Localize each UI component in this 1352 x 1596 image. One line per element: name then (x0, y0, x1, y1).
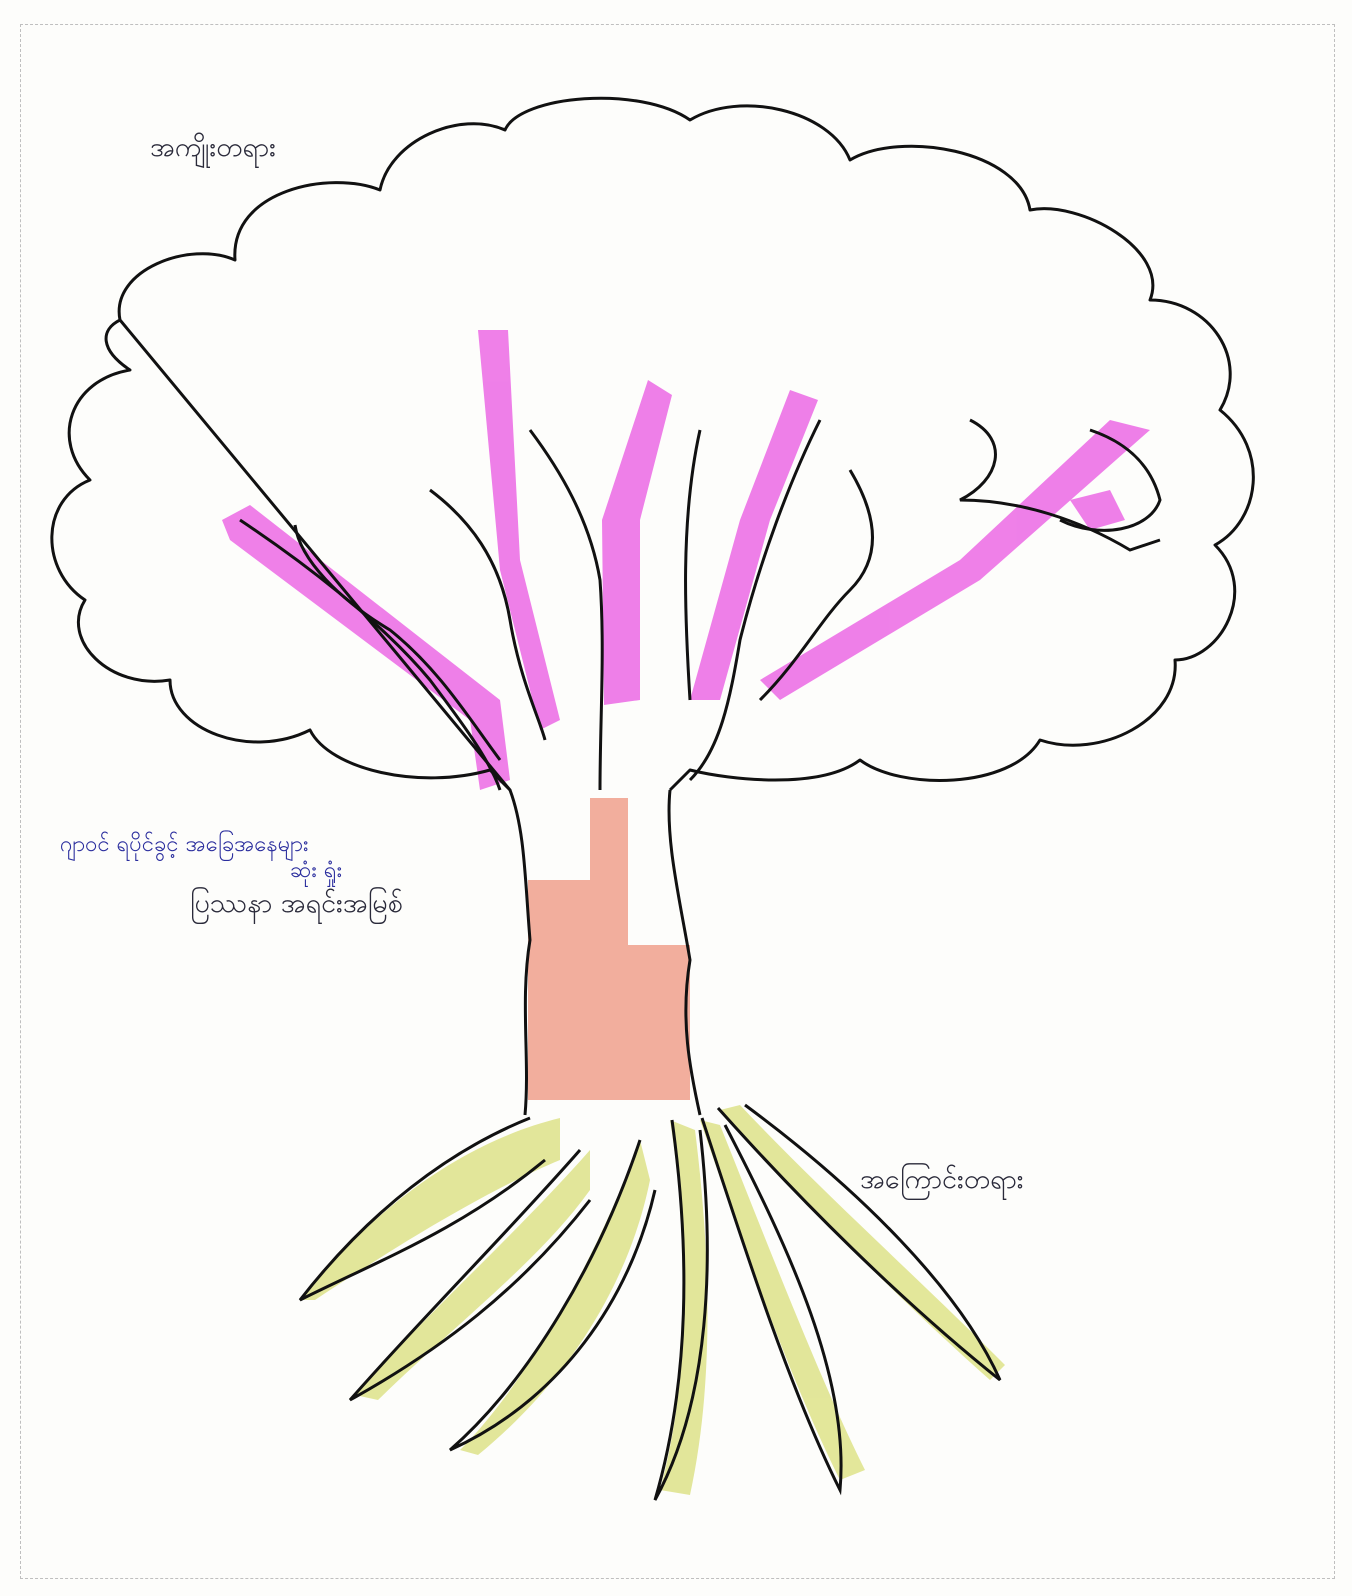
branch-highlight-1 (222, 505, 510, 790)
problem-note: ဂျာဝင် ရပိုင်ခွင့် အခြေအနေများ ဆုံး ရှုံ… (60, 832, 342, 884)
causes-label: အကြောင်းတရား (860, 1162, 1024, 1202)
core-problem-label: ပြဿနာ အရင်းအမြစ် (190, 886, 403, 926)
root-highlight-1 (300, 1118, 560, 1300)
trunk-outline (510, 790, 530, 1115)
branch-outline-5 (686, 430, 700, 700)
fruits-label: အကျိုးတရား (150, 130, 276, 170)
branch-highlight-2 (478, 330, 560, 730)
branch-outline-4 (530, 430, 602, 790)
trunk-highlight (528, 798, 690, 1100)
branch-highlight-3 (602, 380, 672, 705)
branch-highlight-5 (760, 420, 1150, 700)
problem-note-line2: ဆုံး ရှုံး (60, 858, 342, 884)
branch-outline-6 (690, 420, 820, 780)
problem-note-line1: ဂျာဝင် ရပိုင်ခွင့် အခြေအနေများ (60, 832, 342, 858)
